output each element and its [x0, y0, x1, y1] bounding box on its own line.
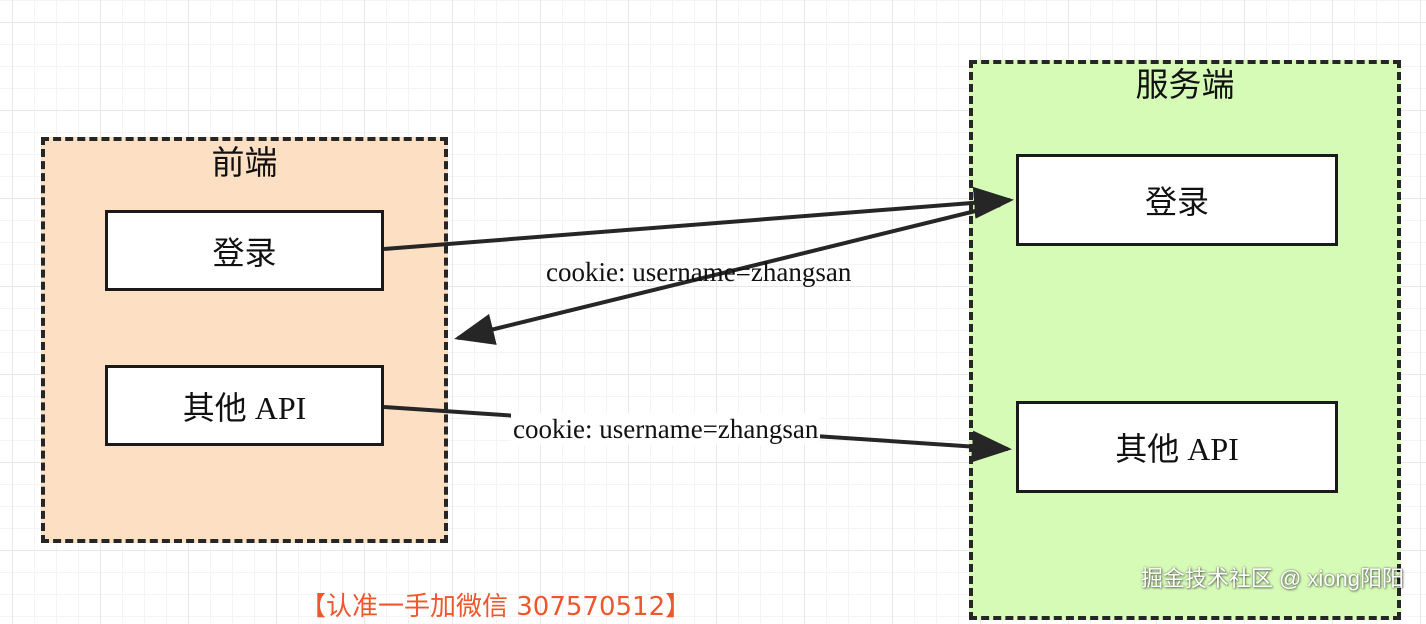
server-login-box: 登录: [1016, 154, 1338, 246]
frontend-login-label: 登录: [212, 234, 277, 271]
server-api-box: 其他 API: [1016, 401, 1338, 493]
frontend-api-label: 其他 API: [182, 389, 307, 426]
frontend-login-box: 登录: [105, 210, 384, 291]
server-api-label: 其他 API: [1115, 431, 1239, 467]
frontend-container: 前端: [41, 137, 448, 543]
server-title: 服务端: [1135, 68, 1235, 104]
login-response-label: cookie: username=zhangsan: [546, 257, 852, 287]
login-request-arrow: [383, 186, 1014, 251]
server-login-label: 登录: [1144, 184, 1209, 220]
api-request-label: cookie: username=zhangsan: [511, 413, 821, 445]
watermark: 掘金技术社区 @ xiong阳阳: [1140, 566, 1404, 591]
promo-text: 【认准一手加微信 307570512】: [300, 592, 692, 622]
server-container: 服务端: [969, 60, 1401, 620]
frontend-api-box: 其他 API: [105, 365, 384, 446]
frontend-title: 前端: [211, 146, 278, 182]
